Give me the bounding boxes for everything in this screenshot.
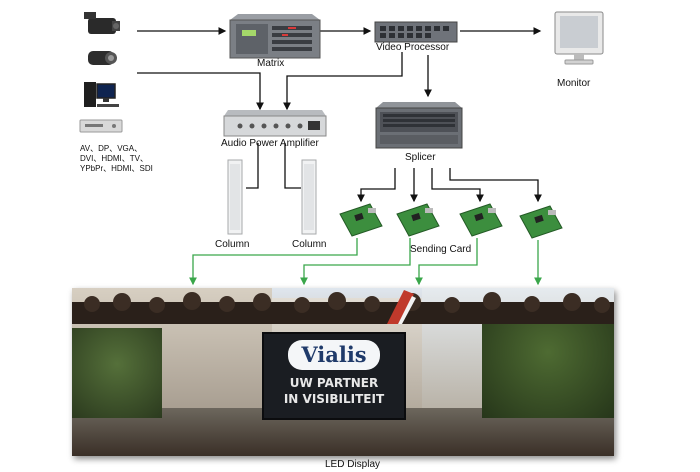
source-formats-line3: YPbPr、HDMI、SDI [80, 164, 153, 173]
sending-card-4-icon [519, 205, 563, 239]
sending-card-1-icon [339, 203, 383, 237]
led-display-label: LED Display [325, 459, 381, 470]
wire-amplifier-to-column-right [284, 143, 301, 189]
trees-right [482, 308, 614, 418]
led-display-photo: Vialis UW PARTNER IN VISIBILITEIT [72, 288, 614, 456]
arrow-splicer-to-card1 [357, 168, 396, 203]
arrow-processor-to-amplifier [283, 52, 403, 111]
led-screen: Vialis UW PARTNER IN VISIBILITEIT [262, 332, 406, 420]
video-processor-icon [374, 21, 458, 43]
green-card3-to-display [415, 238, 478, 286]
sending-card-2-icon [396, 203, 440, 237]
sending-card-label: Sending Card [410, 244, 472, 255]
sending-card-3-icon [459, 203, 503, 237]
audio-amplifier-label: Audio Power Amplifier [221, 138, 319, 149]
column-right-label: Column [292, 239, 327, 250]
splicer-icon [375, 102, 463, 149]
column-speaker-right-icon [301, 159, 317, 235]
monitor-label: Monitor [557, 78, 591, 89]
video-processor-label: Video Processor [376, 42, 450, 53]
matrix-icon [229, 14, 321, 59]
wire-amplifier-to-column-left [246, 143, 259, 189]
screen-logo: Vialis [288, 340, 380, 370]
camcorder-icon [84, 12, 120, 34]
arrow-splicer-to-card4 [449, 168, 542, 203]
screen-slogan-line1: UW PARTNER [289, 376, 379, 390]
column-speaker-left-icon [227, 159, 243, 235]
splicer-label: Splicer [405, 152, 436, 163]
column-left-label: Column [215, 239, 250, 250]
matrix-label: Matrix [257, 58, 285, 69]
source-formats-line1: AV、DP、VGA、 [80, 144, 143, 153]
green-card2-to-display [300, 238, 411, 286]
handycam-icon [88, 51, 117, 65]
source-formats: AV、DP、VGA、 DVI、HDMI、TV、 YPbPr、HDMI、SDI [80, 144, 153, 174]
monitor-icon [554, 11, 604, 65]
audio-amplifier-icon [223, 110, 327, 137]
dvd-player-icon [79, 119, 123, 133]
computer-icon [84, 82, 119, 107]
green-card1-to-display [189, 238, 358, 286]
crowd [72, 290, 614, 324]
trees-left [72, 328, 162, 418]
source-formats-line2: DVI、HDMI、TV、 [80, 154, 148, 163]
arrow-sources-to-amplifier [137, 72, 264, 111]
screen-slogan-line2: IN VISIBILITEIT [283, 392, 385, 406]
arrow-splicer-to-card3 [431, 168, 484, 203]
